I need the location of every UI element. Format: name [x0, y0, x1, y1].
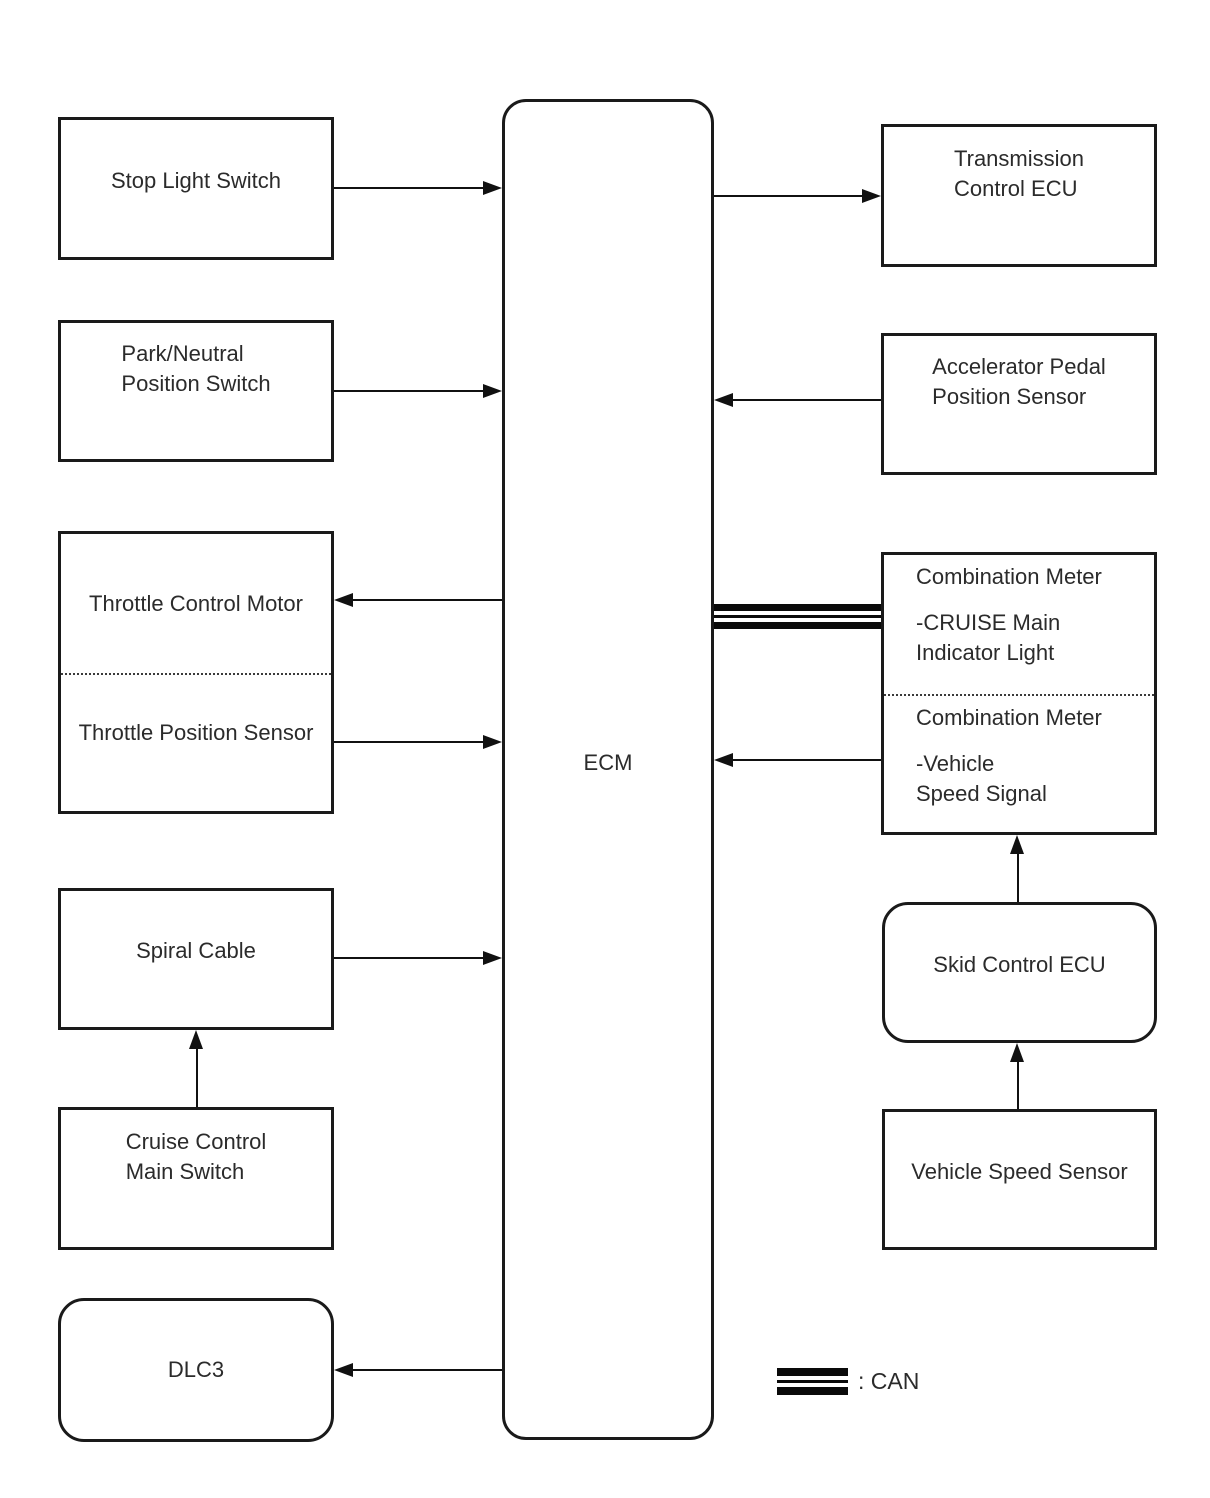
vehicle-speed-sensor-label: Vehicle Speed Sensor: [911, 1158, 1128, 1184]
box-cruise-control-main-switch: Cruise Control Main Switch: [58, 1107, 334, 1250]
combination-meter-speed-sublabel: -Vehicle Speed Signal: [916, 751, 1047, 806]
box-skid-control-ecu: Skid Control ECU: [882, 902, 1157, 1043]
accelerator-pedal-position-sensor-label: Accelerator Pedal Position Sensor: [932, 354, 1106, 409]
can-legend-label: : CAN: [858, 1368, 920, 1394]
cruise-control-main-switch-label: Cruise Control Main Switch: [125, 1128, 267, 1184]
combination-meter-cruise-sublabel: -CRUISE Main Indicator Light: [916, 610, 1061, 665]
box-throttle-motor-and-sensor: Throttle Control Motor Throttle Position…: [58, 531, 334, 814]
section-combination-meter-cruise: Combination Meter -CRUISE Main Indicator…: [884, 555, 1154, 694]
box-spiral-cable: Spiral Cable: [58, 888, 334, 1030]
can-bus-ecm-to-combination-meter: [714, 604, 881, 629]
box-transmission-control-ecu: Transmission Control ECU: [881, 124, 1157, 267]
combination-meter-cruise-header: Combination Meter: [916, 564, 1102, 589]
box-ecm: ECM: [502, 99, 714, 1440]
transmission-control-ecu-label: Transmission Control ECU: [954, 145, 1084, 201]
can-legend-symbol: [777, 1368, 848, 1395]
stop-light-switch-label: Stop Light Switch: [111, 167, 281, 193]
section-throttle-position-sensor: Throttle Position Sensor: [61, 673, 331, 811]
park-neutral-position-switch-label: Park/Neutral Position Switch: [121, 341, 271, 396]
skid-control-ecu-label: Skid Control ECU: [933, 951, 1106, 977]
combination-meter-speed-header: Combination Meter: [916, 705, 1102, 730]
box-accelerator-pedal-position-sensor: Accelerator Pedal Position Sensor: [881, 333, 1157, 475]
spiral-cable-label: Spiral Cable: [136, 938, 256, 963]
box-combination-meter: Combination Meter -CRUISE Main Indicator…: [881, 552, 1157, 835]
dlc3-label: DLC3: [167, 1357, 225, 1382]
box-dlc3: DLC3: [58, 1298, 334, 1442]
throttle-control-motor-label: Throttle Control Motor: [89, 590, 303, 616]
box-vehicle-speed-sensor: Vehicle Speed Sensor: [882, 1109, 1157, 1250]
section-combination-meter-speed: Combination Meter -Vehicle Speed Signal: [884, 694, 1154, 832]
ecm-label: ECM: [583, 749, 633, 775]
throttle-position-sensor-label: Throttle Position Sensor: [78, 720, 314, 745]
box-park-neutral-position-switch: Park/Neutral Position Switch: [58, 320, 334, 462]
box-stop-light-switch: Stop Light Switch: [58, 117, 334, 260]
section-throttle-control-motor: Throttle Control Motor: [61, 534, 331, 673]
